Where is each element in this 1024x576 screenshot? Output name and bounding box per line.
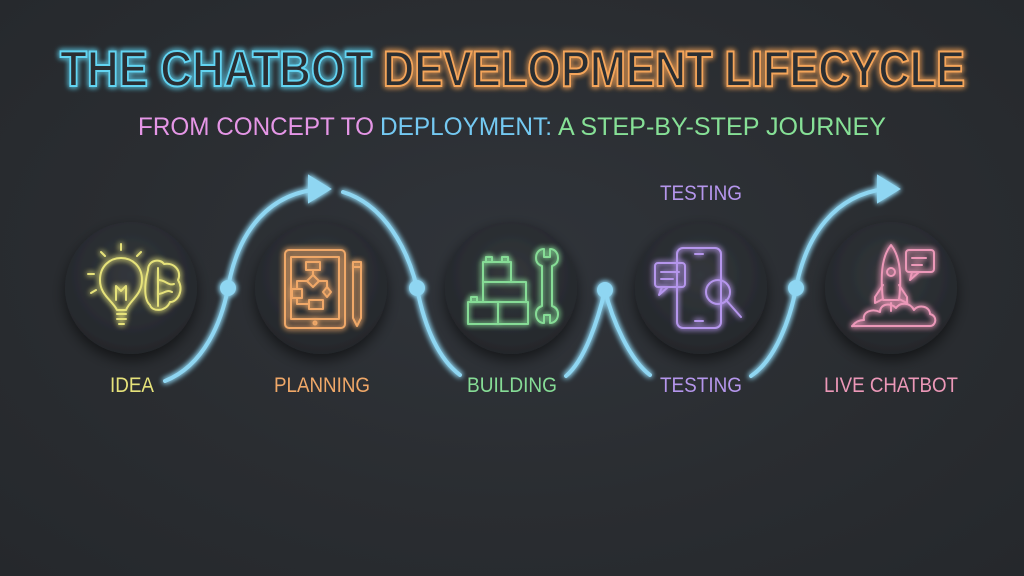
- subtitle-part-3: A STEP-BY-STEP JOURNEY: [558, 113, 886, 141]
- arrow-head-icon: [308, 174, 332, 204]
- stage-label-planning: PLANNING: [274, 374, 370, 397]
- subtitle-part-2: DEPLOYMENT:: [380, 113, 552, 141]
- stage-label-live-chatbot: LIVE CHATBOT: [824, 374, 958, 397]
- path-node: [788, 280, 804, 296]
- subtitle: FROM CONCEPT TO DEPLOYMENT: A STEP-BY-ST…: [138, 113, 886, 141]
- blocks-wrench-icon: [467, 248, 559, 325]
- path-node: [220, 280, 236, 296]
- stage-disc-testing: [635, 222, 767, 354]
- stage-disc-live: [825, 222, 957, 354]
- stage-disc-idea: [65, 222, 197, 354]
- title-part-1: THE CHATBOT: [60, 41, 372, 97]
- path-node: [409, 280, 425, 296]
- page-title: THE CHATBOT DEVELOPMENT LIFECYCLE: [59, 40, 966, 98]
- stage-disc-building: [445, 222, 577, 354]
- stage-label-building: BUILDING: [467, 374, 557, 397]
- path-node: [597, 282, 613, 298]
- stage-label-testing: TESTING: [660, 374, 742, 397]
- stage-label-idea: IDEA: [110, 374, 154, 397]
- arrow-head-icon: [877, 174, 901, 204]
- stage-disc-planning: [255, 222, 387, 354]
- title-part-2: DEVELOPMENT LIFECYCLE: [383, 41, 965, 97]
- flow-path: [163, 174, 901, 383]
- tablet-flowchart-pencil-icon: [284, 249, 362, 329]
- rocket-chat-icon: [851, 244, 937, 328]
- lightbulb-brain-icon: [87, 243, 182, 325]
- subtitle-part-1: FROM CONCEPT TO: [138, 113, 374, 141]
- stage-discs: [65, 222, 957, 354]
- phone-chat-magnifier-icon: [654, 247, 742, 329]
- stage-top-label-testing: TESTING: [660, 182, 742, 205]
